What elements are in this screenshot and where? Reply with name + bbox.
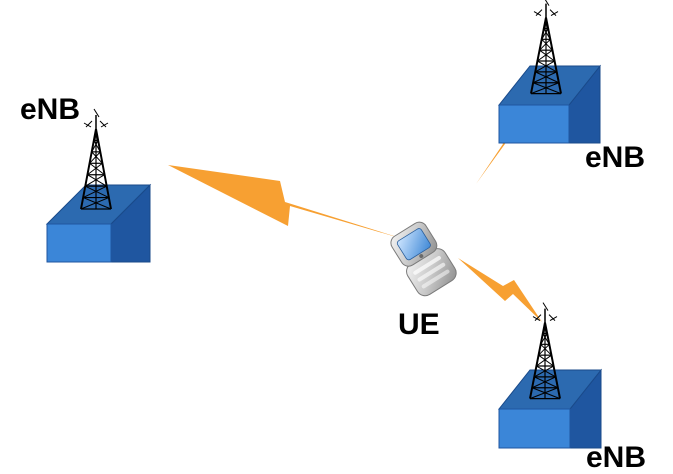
tower-brace xyxy=(529,387,559,400)
tower-brace xyxy=(87,162,103,176)
tower-brace xyxy=(82,197,112,210)
tower-brace xyxy=(93,128,97,141)
tower-brace xyxy=(539,38,551,51)
base-station-bottom-right xyxy=(497,368,603,449)
tower-brace xyxy=(538,354,554,367)
tower-brace xyxy=(538,343,550,356)
tower-signal-mark xyxy=(535,9,543,16)
tower-leg xyxy=(530,17,547,94)
tower-brace xyxy=(530,82,560,95)
tower-signal-mark xyxy=(549,9,557,16)
tower-brace xyxy=(89,151,101,164)
ue-label: UE xyxy=(398,308,440,341)
tower-leg xyxy=(545,17,562,94)
tower-brace xyxy=(535,60,555,73)
base-station-left xyxy=(45,183,152,263)
enb-bottom-right-label: eNB xyxy=(586,441,647,474)
tower-signal-mark xyxy=(85,120,93,128)
tower-brace xyxy=(537,49,553,62)
enb-left-label: eNB xyxy=(20,93,81,126)
station-box xyxy=(497,368,603,449)
lightning-bolt-icon xyxy=(458,258,542,322)
tower-brace xyxy=(80,197,110,210)
tower-brace xyxy=(91,151,103,164)
tower-leg xyxy=(80,128,97,210)
tower-brace xyxy=(532,82,562,95)
tower-brace xyxy=(89,162,105,176)
tower-signal-mark xyxy=(548,314,556,321)
tower-brace xyxy=(540,343,552,356)
tower-brace xyxy=(536,354,552,367)
tower-brace xyxy=(542,322,546,334)
tower-brace xyxy=(543,17,547,29)
tower-signal-mark xyxy=(534,314,542,321)
enb-top-right-label: eNB xyxy=(585,141,646,174)
cell-tower-icon xyxy=(530,0,562,95)
tower-signal-mark xyxy=(544,0,550,6)
tower-brace xyxy=(540,333,548,345)
tower-brace xyxy=(95,128,99,141)
tower-brace xyxy=(541,38,553,51)
cell-tower-icon xyxy=(529,302,561,400)
tower-brace xyxy=(539,49,555,62)
mobile-phone-icon xyxy=(390,221,457,297)
tower-brace xyxy=(87,174,107,187)
tower-brace xyxy=(534,365,554,378)
tower-brace xyxy=(534,376,559,389)
tower-brace xyxy=(531,376,556,389)
tower-brace xyxy=(542,333,550,345)
tower-brace xyxy=(536,365,556,378)
station-box xyxy=(45,183,152,263)
tower-signal-mark xyxy=(542,302,549,311)
tower-brace xyxy=(535,71,560,84)
tower-brace xyxy=(531,387,561,400)
lightning-bolt-icon xyxy=(168,165,410,241)
tower-brace xyxy=(545,17,549,29)
tower-brace xyxy=(82,185,107,199)
tower-brace xyxy=(532,71,557,84)
tower-brace xyxy=(85,174,105,187)
tower-signal-mark xyxy=(99,120,107,128)
tower-brace xyxy=(543,28,551,40)
tower-brace xyxy=(91,140,99,153)
tower-brace xyxy=(541,28,549,40)
tower-signal-mark xyxy=(93,108,100,118)
tower-leg xyxy=(529,322,546,399)
tower-leg xyxy=(544,322,561,399)
tower-brace xyxy=(537,60,557,73)
tower-brace xyxy=(85,185,110,199)
tower-leg xyxy=(95,128,112,210)
cell-tower-icon xyxy=(80,108,112,210)
station-box xyxy=(497,64,602,144)
tower-brace xyxy=(93,140,101,153)
tower-brace xyxy=(544,322,548,334)
base-station-top-right xyxy=(497,64,602,144)
